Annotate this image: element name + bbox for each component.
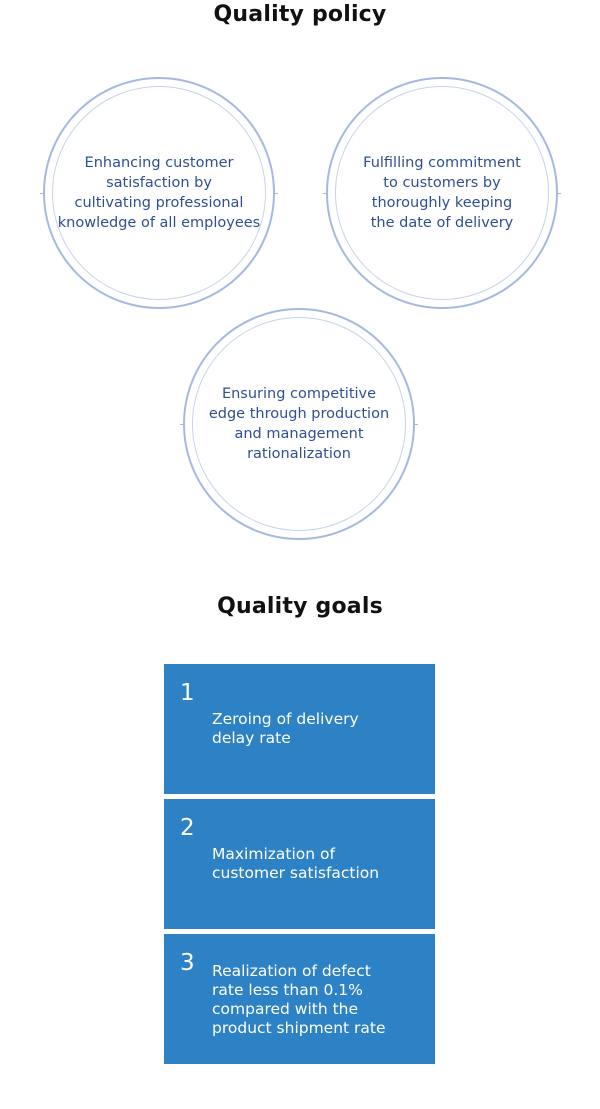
quality-policy-title: Quality policy (213, 2, 387, 27)
goal-card-customer-satisfaction: 2 Maximization of customer satisfaction (164, 799, 435, 929)
circle-left-tick (180, 424, 184, 425)
goal-text: Maximization of customer satisfaction (212, 845, 380, 882)
goal-number: 3 (180, 950, 195, 976)
circle-left-tick (40, 193, 44, 194)
policy-circle-text: Enhancing customer satisfaction by culti… (57, 155, 261, 231)
goal-card-defect-rate: 3 Realization of defect rate less than 0… (164, 934, 435, 1064)
policy-circle-delivery-commitment: Fulfilling commitment to customers by th… (323, 77, 561, 309)
circle-left-tick (323, 193, 327, 194)
goal-number: 2 (180, 815, 195, 841)
goal-card-delivery-delay: 1 Zeroing of delivery delay rate (164, 664, 435, 794)
policy-circle-text: Fulfilling commitment to customers by th… (363, 155, 521, 231)
circle-right-tick (414, 424, 418, 425)
policy-circle-customer-satisfaction: Enhancing customer satisfaction by culti… (40, 77, 278, 309)
goal-number: 1 (180, 680, 195, 706)
circle-right-tick (274, 193, 278, 194)
goal-text: Zeroing of delivery delay rate (212, 710, 359, 747)
circle-right-tick (557, 193, 561, 194)
policy-circle-text: Ensuring competitive edge through produc… (208, 386, 390, 462)
policy-circle-competitive-edge: Ensuring competitive edge through produc… (180, 308, 418, 540)
quality-goals-title: Quality goals (217, 594, 383, 619)
goal-text: Realization of defect rate less than 0.1… (212, 962, 386, 1037)
